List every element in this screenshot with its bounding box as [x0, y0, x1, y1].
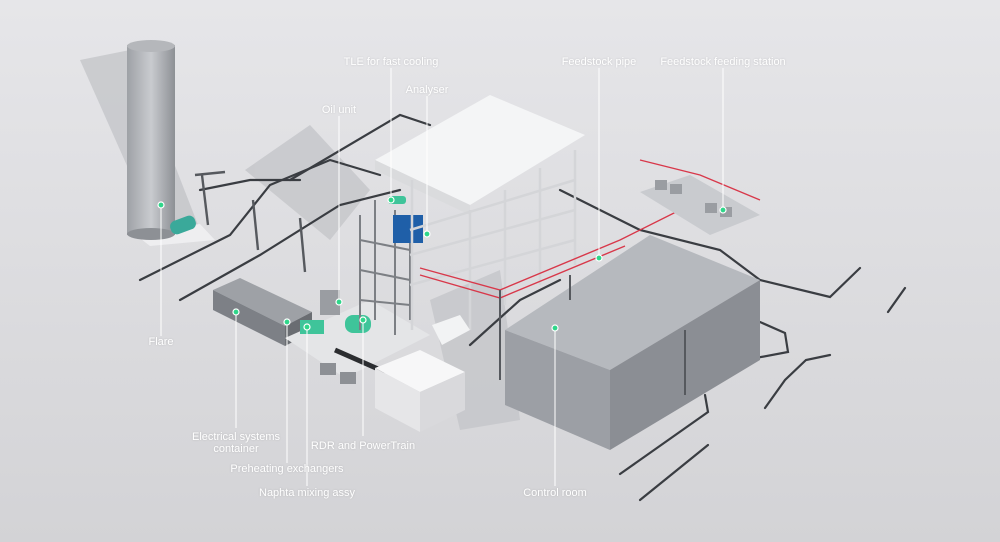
- control-room-building: [499, 235, 760, 450]
- flare-stack: [127, 40, 215, 246]
- label-preheating: Preheating exchangers: [230, 463, 344, 475]
- label-oil-unit: Oil unit: [321, 104, 357, 116]
- label-control-room: Control room: [523, 487, 587, 499]
- label-rdr: RDR and PowerTrain: [310, 440, 416, 452]
- pipe-rack: [194, 170, 307, 273]
- leader-dots: [157, 196, 727, 332]
- label-flare: Flare: [148, 336, 174, 348]
- powertrain-block: [375, 350, 465, 432]
- feeding-station: [640, 175, 760, 235]
- leader-lines: [160, 68, 724, 486]
- label-analyser: Analyser: [405, 84, 449, 96]
- label-electrical: Electrical systems container: [191, 431, 281, 455]
- label-feedstock-pipe: Feedstock pipe: [561, 56, 637, 68]
- ground-piping: [138, 113, 907, 502]
- label-naphta: Naphta mixing assy: [259, 487, 355, 499]
- label-tle: TLE for fast cooling: [343, 56, 439, 68]
- analyser-unit: [393, 215, 423, 243]
- label-feeding-station: Feedstock feeding station: [660, 56, 786, 68]
- reactor-tower: [359, 200, 411, 335]
